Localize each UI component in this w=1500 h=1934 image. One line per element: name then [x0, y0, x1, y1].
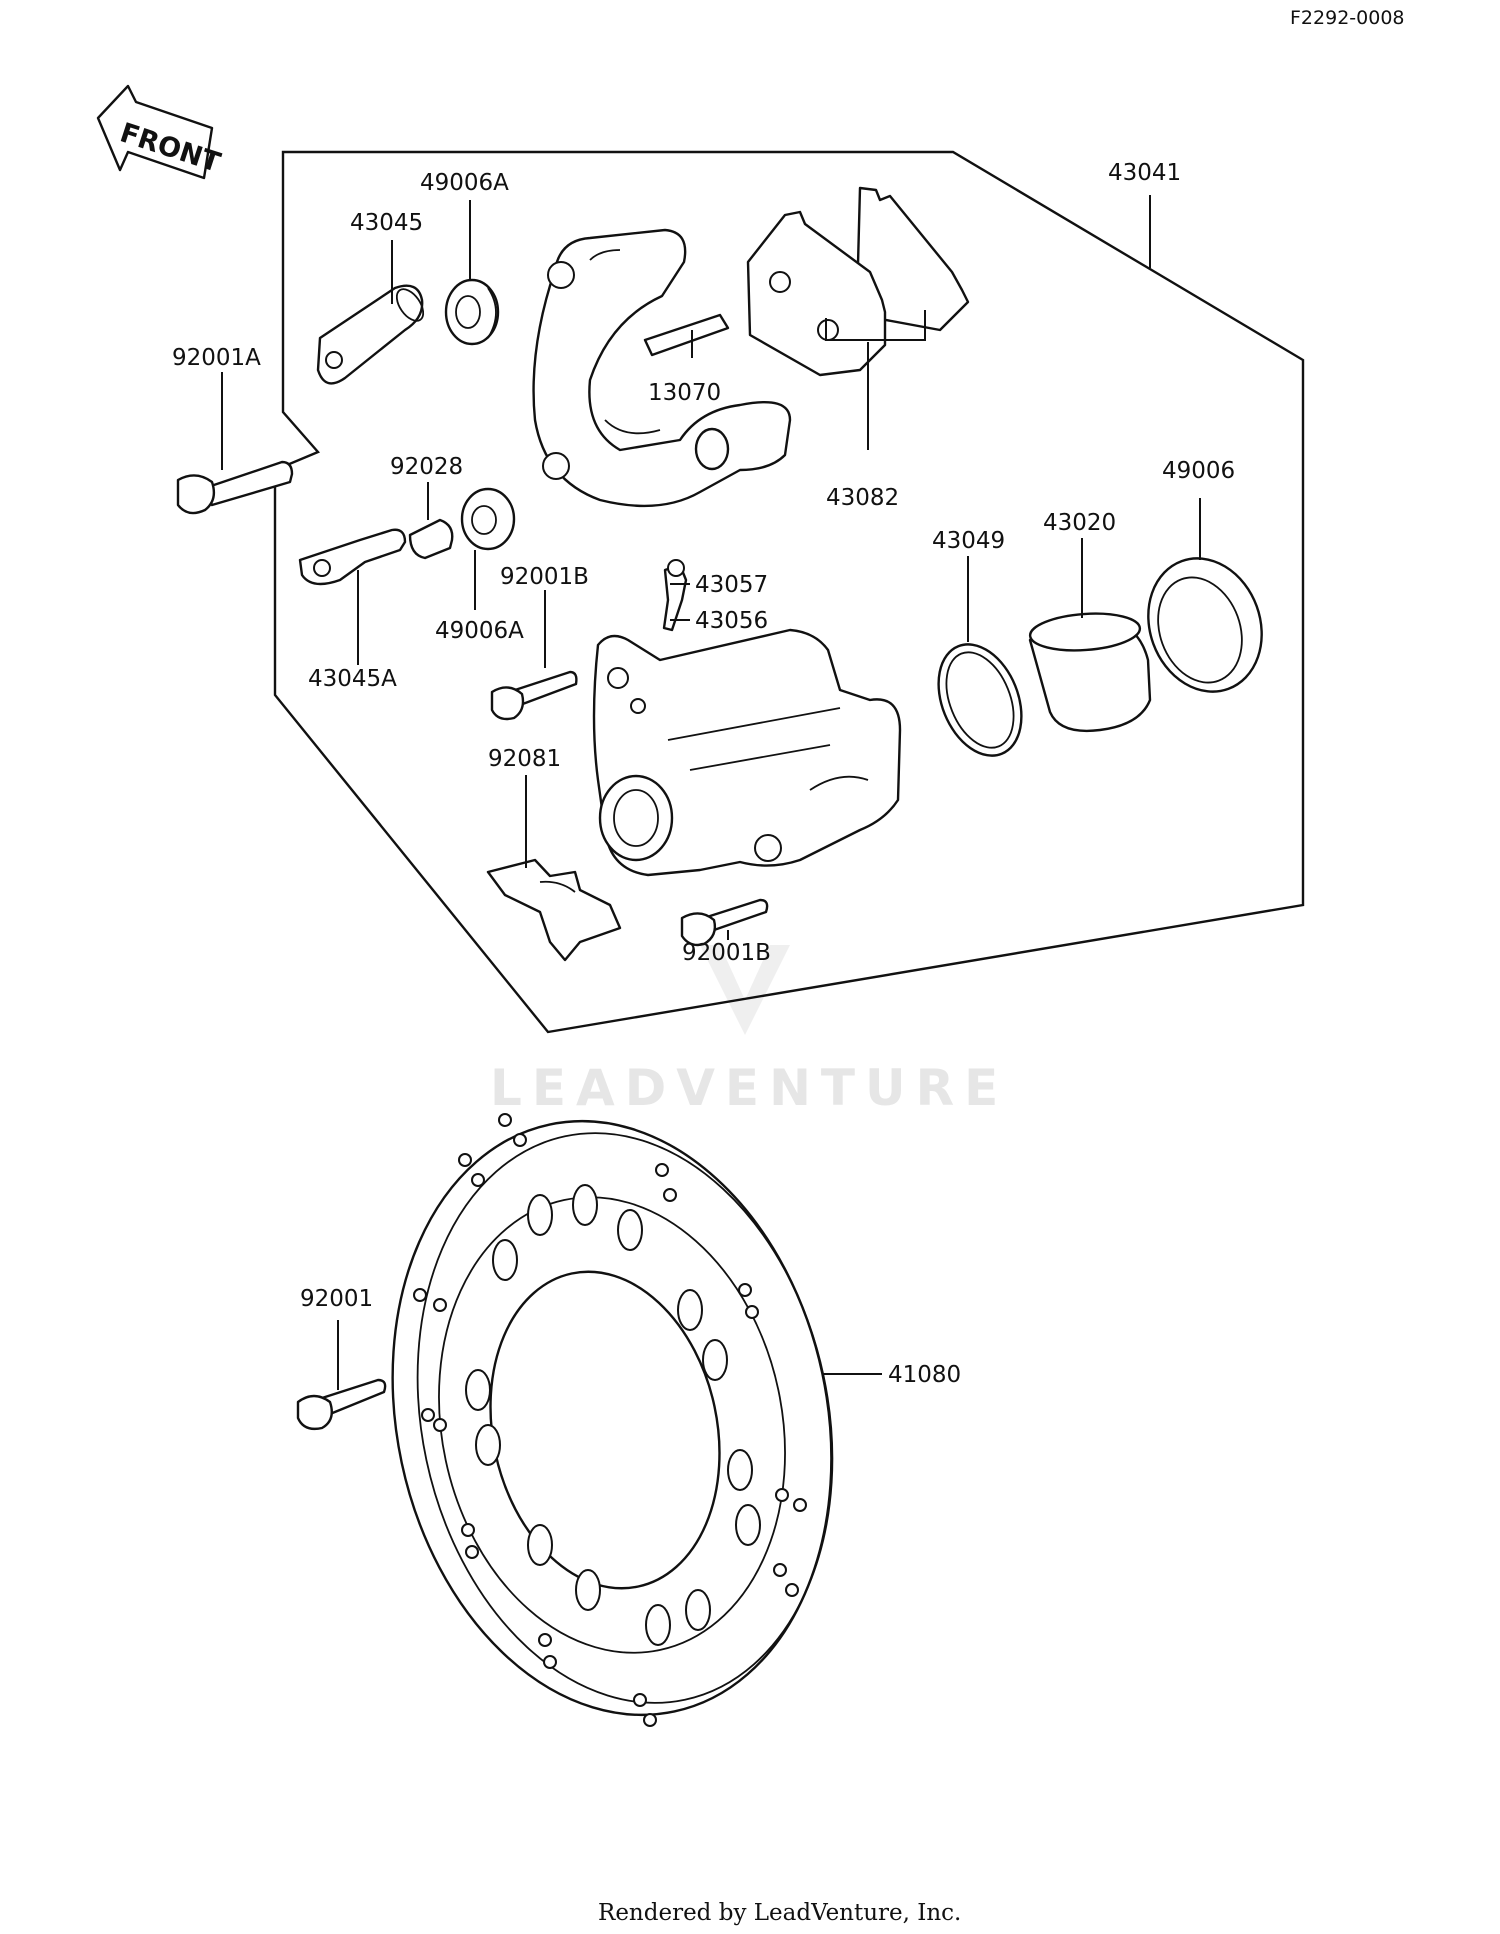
callout-92028: 92028: [390, 454, 463, 480]
caliper-bracket: [532, 228, 792, 508]
callout-43049: 43049: [932, 528, 1005, 554]
leader-lines: [221, 195, 1201, 1390]
pad-spring: [486, 858, 622, 962]
callout-49006a-lower: 49006A: [435, 618, 524, 644]
dust-seal: [1147, 557, 1263, 693]
callout-43057: 43057: [695, 572, 768, 598]
bleeder-valve: [662, 559, 688, 632]
brake-disc: [391, 1113, 834, 1727]
footer-credit: Rendered by LeadVenture, Inc.: [598, 1900, 961, 1926]
diagram-ref-code: F2292-0008: [1290, 7, 1405, 29]
callout-49006: 49006: [1162, 458, 1235, 484]
bolt-mid: [490, 670, 578, 721]
callout-92001a: 92001A: [172, 345, 261, 371]
callout-43041: 43041: [1108, 160, 1181, 186]
piston: [1028, 612, 1152, 733]
callout-92081: 92081: [488, 746, 561, 772]
slide-pin-upper: [316, 284, 425, 385]
bolt-lower: [680, 898, 769, 947]
piston-seal: [937, 643, 1023, 757]
watermark: LEADVENTURE: [490, 945, 1008, 1117]
callout-49006a-upper: 49006A: [420, 170, 509, 196]
callout-13070: 13070: [648, 380, 721, 406]
callout-92001b-mid: 92001B: [500, 564, 589, 590]
watermark-text: LEADVENTURE: [490, 1059, 1008, 1117]
disc-bolt: [296, 1378, 387, 1431]
spring-clip: [643, 313, 730, 357]
callout-92001: 92001: [300, 1286, 373, 1312]
brake-pad-set: [746, 186, 970, 377]
boot-lower: [460, 487, 516, 551]
callout-43020: 43020: [1043, 510, 1116, 536]
bolt-upper: [176, 460, 294, 515]
callout-43082: 43082: [826, 485, 899, 511]
callout-92001b-lower: 92001B: [682, 940, 771, 966]
slide-pin-lower: [298, 528, 407, 586]
callout-43056: 43056: [695, 608, 768, 634]
sleeve: [408, 518, 454, 560]
callout-41080: 41080: [888, 1362, 961, 1388]
assembly-frame: [273, 150, 1305, 1034]
boot-upper: [444, 278, 500, 346]
callout-43045a: 43045A: [308, 666, 397, 692]
callout-43045: 43045: [350, 210, 423, 236]
front-arrow-icon: FRONT: [96, 84, 224, 180]
caliper-body: [592, 628, 902, 877]
